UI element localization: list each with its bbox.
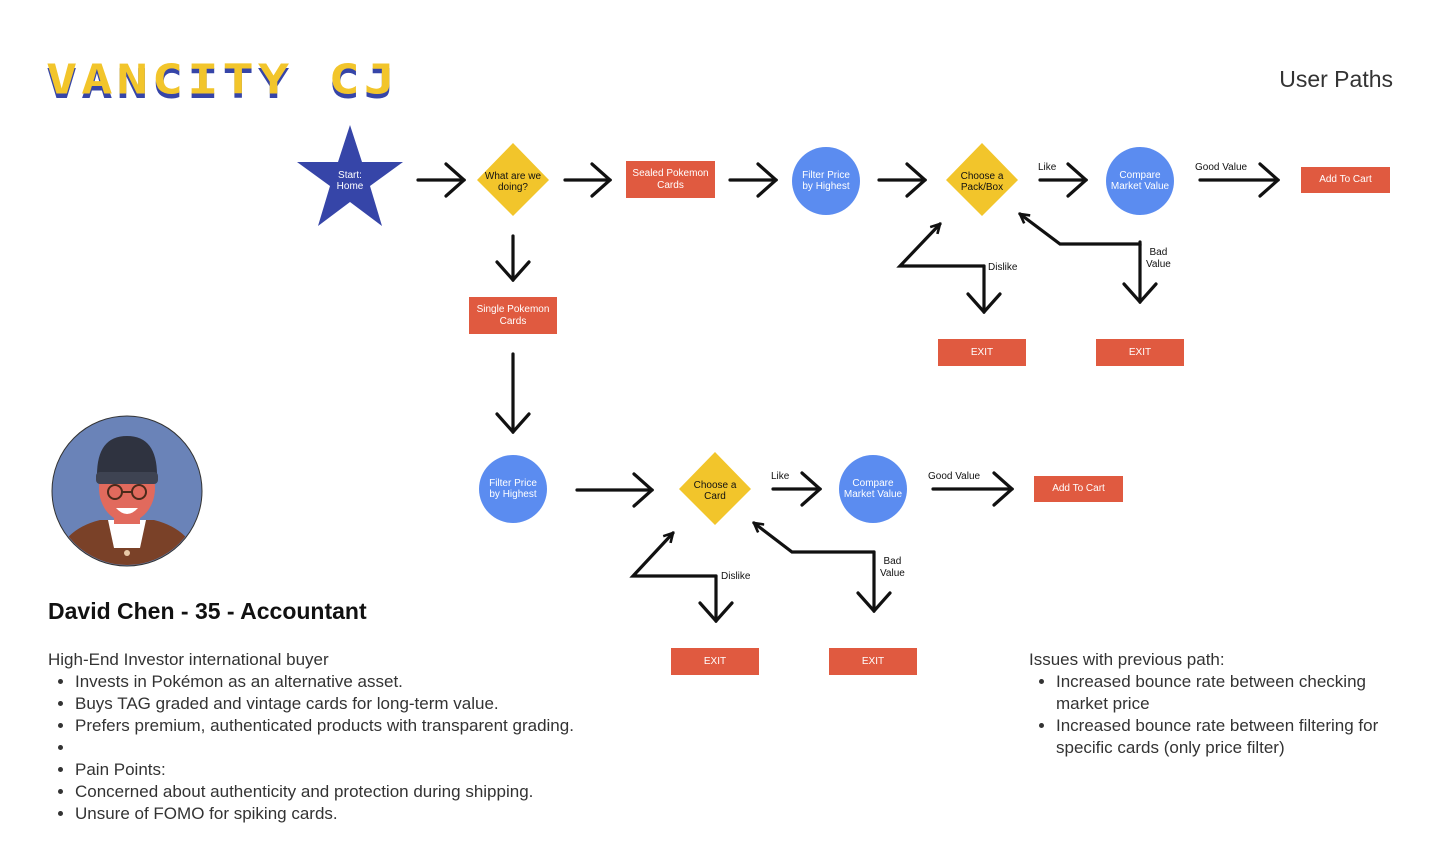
top-like-label: Like: [1038, 162, 1057, 173]
persona-bullet: Invests in Pokémon as an alternative ass…: [75, 671, 688, 693]
arrow-top-bad-return: [1020, 214, 1142, 246]
top-filter-price-node: Filter Price by Highest: [792, 147, 860, 215]
bottom-exit-bad-box: EXIT: [829, 648, 917, 675]
bottom-good-value-label: Good Value: [928, 471, 981, 482]
bottom-bad-value-label: Bad Value: [880, 556, 905, 579]
issue-bullet: Increased bounce rate between filtering …: [1056, 715, 1414, 759]
decision-main-label: What are we doing?: [484, 170, 542, 194]
top-exit-dislike-box: EXIT: [938, 339, 1026, 366]
logo: VANCITY CJ: [46, 56, 400, 104]
issues-section: Issues with previous path: Increased bou…: [1029, 649, 1414, 759]
start-label: Start: Home: [336, 169, 364, 193]
bottom-add-to-cart-box: Add To Cart: [1034, 476, 1123, 502]
decision-top-choose-shape: [946, 143, 1018, 216]
person-avatar-icon: [51, 415, 203, 567]
top-dislike-label: Dislike: [988, 262, 1018, 273]
arrow-bottom-bad-return: [754, 523, 876, 554]
persona-bullet-list: Invests in Pokémon as an alternative ass…: [48, 671, 688, 825]
sealed-cards-box: Sealed Pokemon Cards: [626, 161, 715, 198]
persona-bullet: Unsure of FOMO for spiking cards.: [75, 803, 688, 825]
persona-bullet: Pain Points:: [75, 759, 688, 781]
bottom-exit-dislike-box: EXIT: [671, 648, 759, 675]
decision-main-shape: [477, 143, 549, 216]
top-add-to-cart-box: Add To Cart: [1301, 167, 1390, 193]
top-compare-node: Compare Market Value: [1106, 147, 1174, 215]
arrow-top-dislike-return: [896, 224, 986, 268]
arrow-bottom-dislike-return: [629, 533, 718, 578]
issues-bullet-list: Increased bounce rate between checking m…: [1029, 671, 1414, 759]
bottom-like-label: Like: [771, 471, 790, 482]
page-title: User Paths: [1279, 66, 1393, 92]
top-bad-value-label: Bad Value: [1146, 247, 1171, 270]
persona-bullet: [75, 737, 688, 759]
persona-intro: High-End Investor international buyer: [48, 650, 329, 669]
bottom-filter-price-node: Filter Price by Highest: [479, 455, 547, 523]
decision-bottom-choose-shape: [679, 452, 751, 525]
persona-name: David Chen - 35 - Accountant: [48, 598, 367, 624]
persona-description: High-End Investor international buyer In…: [48, 649, 688, 825]
issues-heading: Issues with previous path:: [1029, 650, 1225, 669]
persona-bullet: Buys TAG graded and vintage cards for lo…: [75, 693, 688, 715]
bottom-compare-node: Compare Market Value: [839, 455, 907, 523]
issue-bullet: Increased bounce rate between checking m…: [1056, 671, 1414, 715]
top-choose-label: Choose a Pack/Box: [960, 170, 1004, 194]
bottom-dislike-label: Dislike: [721, 571, 751, 582]
top-exit-bad-box: EXIT: [1096, 339, 1184, 366]
start-star-shape: [297, 125, 403, 226]
single-cards-box: Single Pokemon Cards: [469, 297, 557, 334]
bottom-choose-label: Choose a Card: [693, 479, 737, 503]
persona-bullet: Prefers premium, authenticated products …: [75, 715, 688, 737]
persona-bullet: Concerned about authenticity and protect…: [75, 781, 688, 803]
top-good-value-label: Good Value: [1195, 162, 1248, 173]
